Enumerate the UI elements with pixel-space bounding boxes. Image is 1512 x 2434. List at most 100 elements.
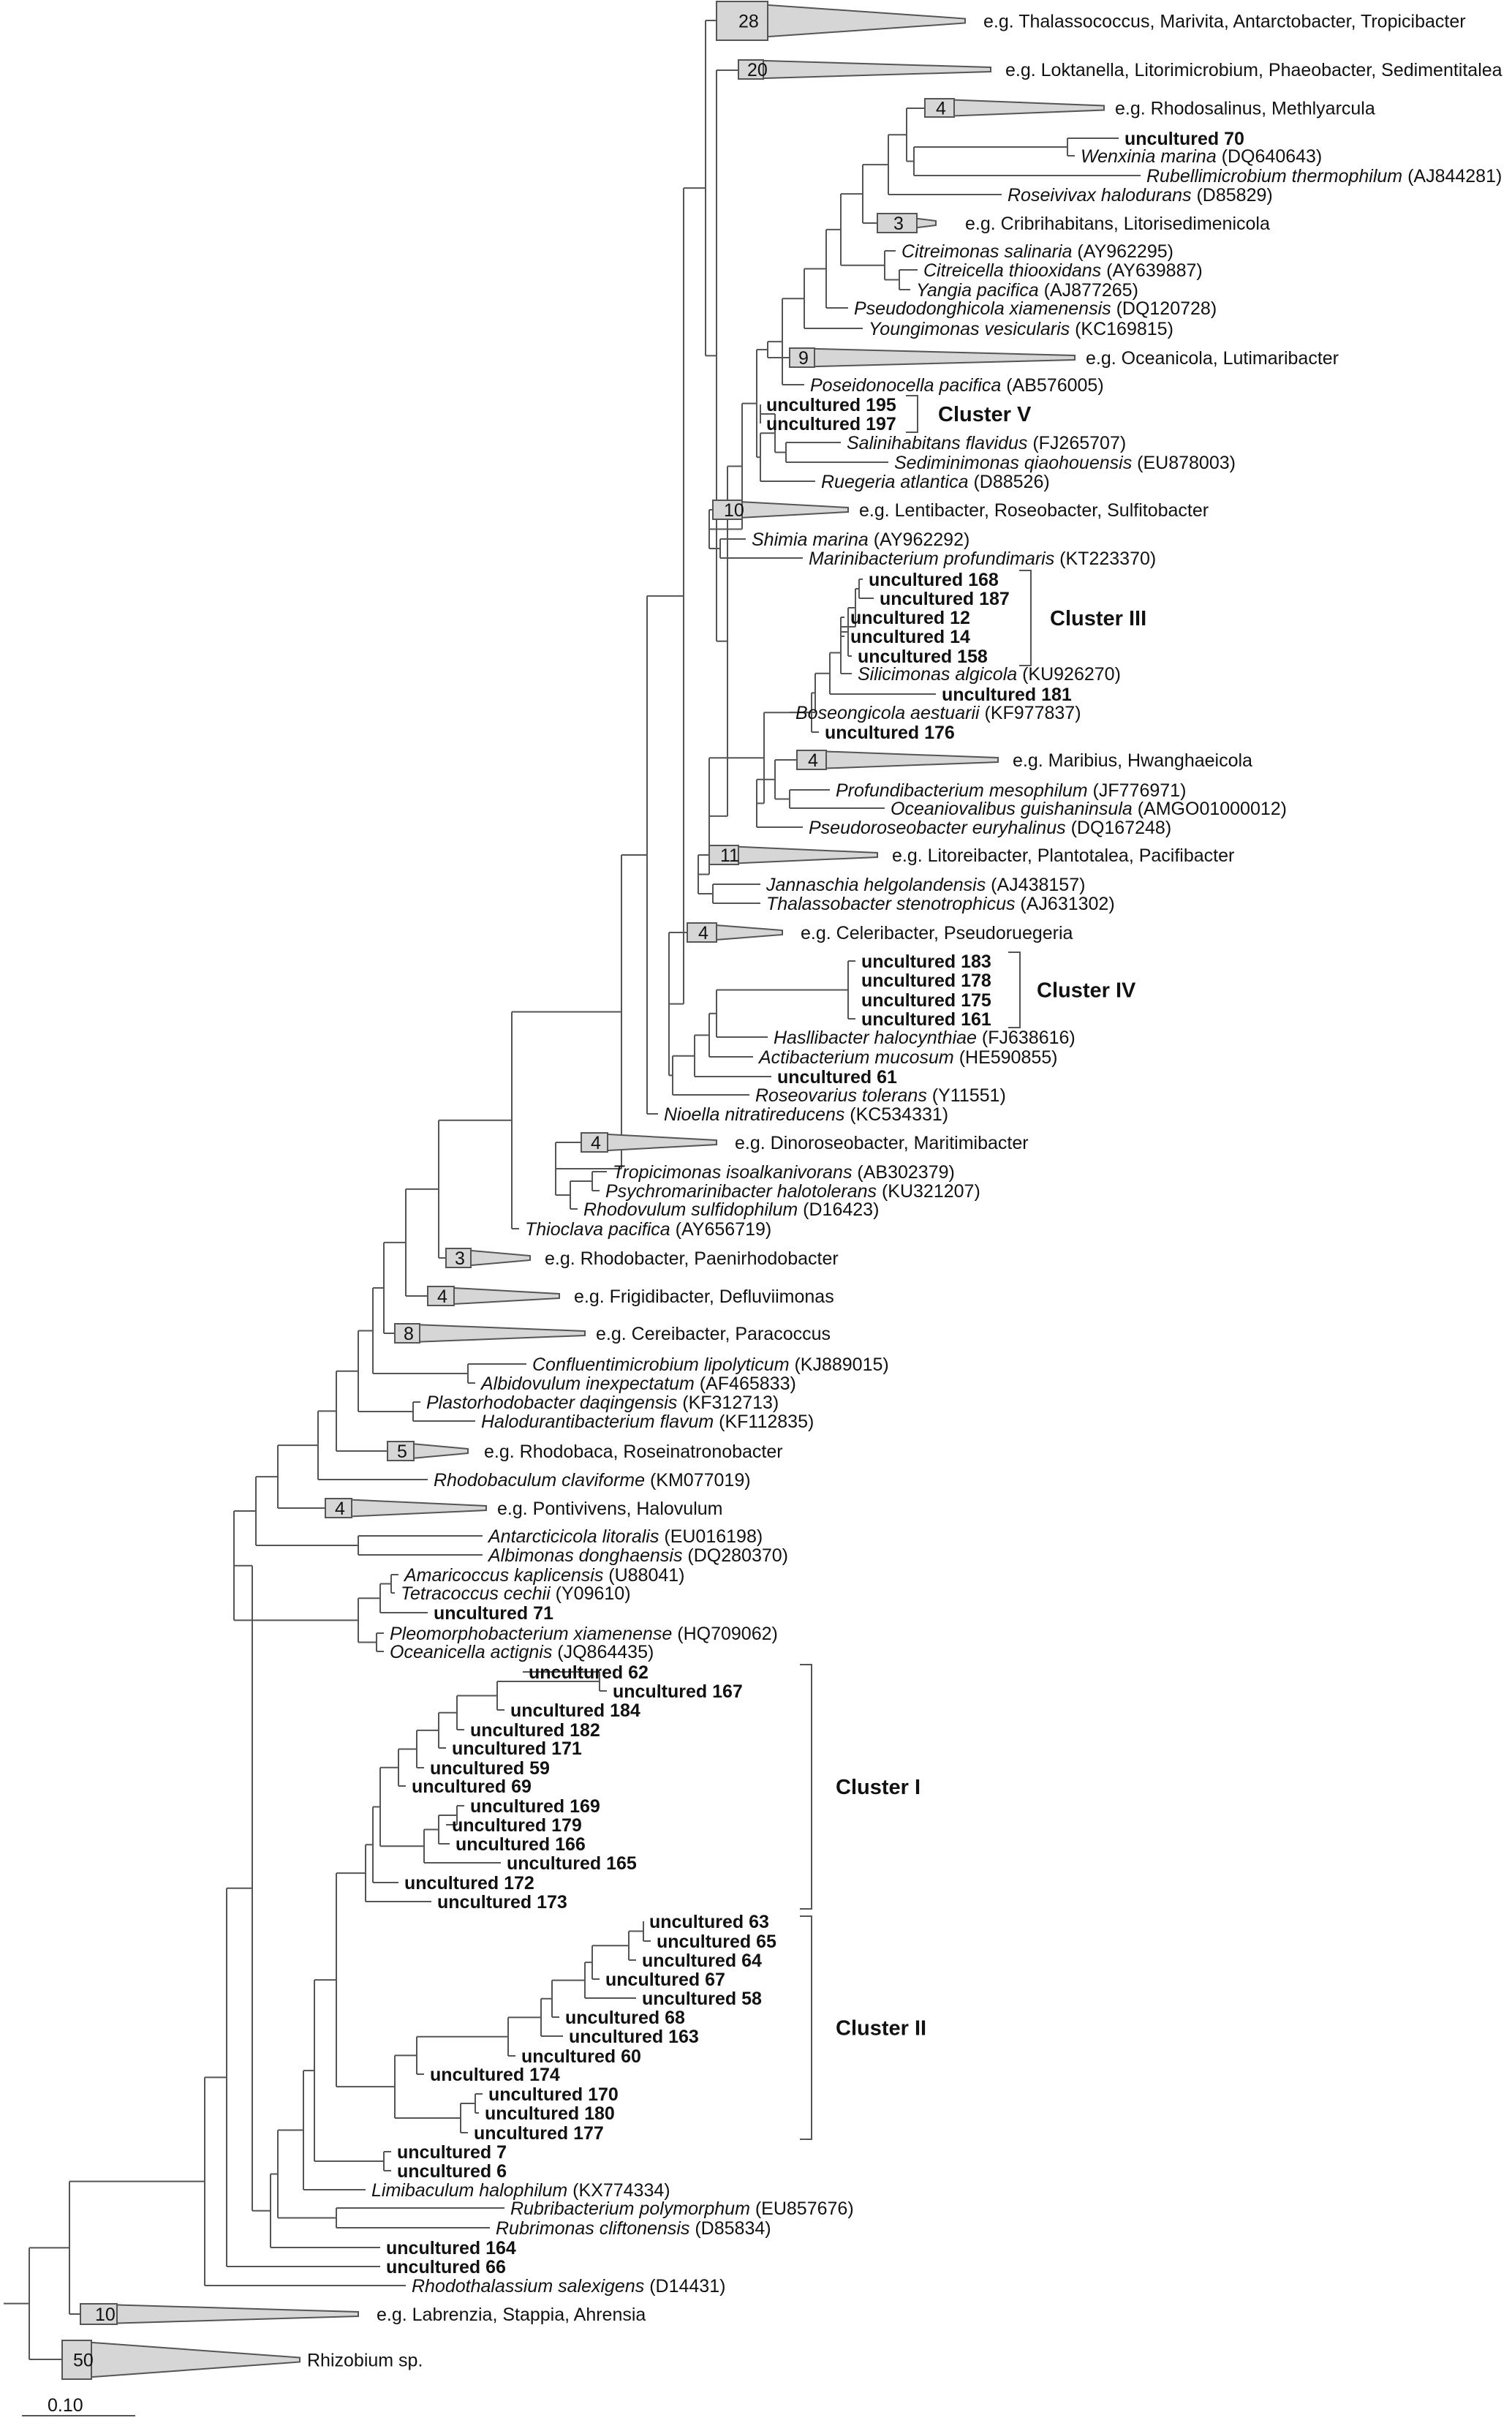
collapsed-clade-count: 9 <box>798 348 809 369</box>
collapsed-clade-box <box>61 2340 92 2380</box>
species-name: Roseovarius tolerans <box>755 1085 927 1106</box>
accession-number: (Y09610) <box>551 1583 631 1604</box>
tip-label-uncultured: uncultured 171 <box>452 1738 582 1759</box>
tip-label-uncultured: uncultured 63 <box>649 1912 769 1932</box>
cluster-bracket <box>1019 570 1032 666</box>
collapsed-clade-count: 4 <box>591 1133 601 1153</box>
accession-number: (AF465833) <box>695 1374 796 1394</box>
tip-label-uncultured: uncultured 173 <box>437 1892 567 1913</box>
collapsed-clade-label: e.g. Rhodosalinus, Methlyarcula <box>1115 99 1375 119</box>
tip-label-uncultured: uncultured 67 <box>605 1970 725 1990</box>
accession-number: (DQ640643) <box>1217 146 1323 167</box>
accession-number: (KT223370) <box>1054 549 1156 569</box>
collapsed-clade-count: 28 <box>738 12 759 32</box>
tip-label-species: Rubribacterium polymorphum (EU857676) <box>510 2198 854 2219</box>
tip-label-uncultured: uncultured 58 <box>642 1989 762 2009</box>
tip-label-uncultured: uncultured 158 <box>858 647 988 667</box>
tip-label-species: Rubrimonas cliftonensis (D85834) <box>496 2218 771 2239</box>
tip-label-uncultured: uncultured 182 <box>470 1720 600 1741</box>
species-name: Profundibacterium mesophilum <box>836 780 1088 801</box>
tip-label-uncultured: uncultured 71 <box>434 1603 553 1624</box>
tree-branches <box>4 20 1141 2360</box>
tip-label-uncultured: uncultured 7 <box>397 2142 507 2163</box>
collapsed-clade-box <box>712 500 743 520</box>
tip-label-species: Oceanicella actignis (JQ864435) <box>390 1642 654 1662</box>
tip-label-species: Plastorhodobacter daqingensis (KF312713) <box>426 1393 779 1413</box>
tip-label-uncultured: uncultured 59 <box>430 1758 550 1779</box>
tip-label-uncultured: uncultured 166 <box>456 1834 586 1855</box>
species-name: Albimonas donghaensis <box>487 1545 682 1566</box>
species-name: Yangia pacifica <box>916 280 1039 301</box>
tip-label-species: Marinibacterium profundimaris (KT223370) <box>809 549 1156 569</box>
accession-number: (EU878003) <box>1132 453 1236 473</box>
collapsed-clade-triangle <box>789 347 1076 369</box>
collapsed-clade-label: e.g. Pontivivens, Halovulum <box>497 1499 722 1519</box>
species-name: Hasllibacter halocynthiae <box>774 1028 977 1048</box>
species-name: Rubrimonas cliftonensis <box>496 2218 689 2239</box>
species-name: Rhodobaculum claviforme <box>434 1470 645 1491</box>
species-name: Albidovulum inexpectatum <box>480 1374 695 1394</box>
collapsed-clade-count: 3 <box>893 214 904 234</box>
accession-number: (AY962292) <box>869 530 970 550</box>
collapsed-clade-count: 4 <box>698 923 708 943</box>
collapsed-clade-label: e.g. Maribius, Hwanghaeicola <box>1013 750 1252 771</box>
species-name: Confluentimicrobium lipolyticum <box>532 1354 790 1375</box>
collapsed-clade-label: e.g. Thalassococcus, Marivita, Antarctob… <box>983 12 1466 32</box>
accession-number: (D14431) <box>644 2276 725 2297</box>
tip-label-uncultured: uncultured 181 <box>942 685 1072 705</box>
collapsed-clade-box <box>80 2303 118 2325</box>
tip-label-species: Albimonas donghaensis (DQ280370) <box>487 1545 788 1566</box>
tip-label-species: Sediminimonas qiaohouensis (EU878003) <box>894 453 1236 473</box>
species-name: Boseongicola aestuarii <box>795 703 980 723</box>
tip-label-species: Boseongicola aestuarii (KF977837) <box>795 703 1081 723</box>
tip-label-uncultured: uncultured 66 <box>386 2257 506 2277</box>
accession-number: (DQ280370) <box>682 1545 788 1566</box>
collapsed-clade-count: 4 <box>437 1286 447 1307</box>
tip-label-species: Roseivivax halodurans (D85829) <box>1008 185 1273 206</box>
tip-label-species: Rhodothalassium salexigens (D14431) <box>412 2276 725 2297</box>
accession-number: (HQ709062) <box>672 1624 778 1644</box>
collapsed-clade-label: e.g. Oceanicola, Lutimaribacter <box>1086 348 1339 369</box>
tip-label-uncultured: uncultured 176 <box>825 723 955 743</box>
collapsed-clade-box <box>687 922 717 943</box>
accession-number: (D16423) <box>798 1199 879 1220</box>
tip-label-species: Poseidonocella pacifica (AB576005) <box>810 375 1104 396</box>
tip-label-uncultured: uncultured 177 <box>474 2123 604 2144</box>
tip-label-uncultured: uncultured 60 <box>521 2046 641 2067</box>
species-name: Citreicella thiooxidans <box>923 260 1101 281</box>
collapsed-clade-count: 11 <box>720 845 739 866</box>
cluster-bracket <box>1008 952 1021 1028</box>
tip-label-uncultured: uncultured 68 <box>565 2008 685 2028</box>
scale-bar: 0.10 <box>22 2395 135 2416</box>
collapsed-clade-triangle <box>796 749 999 771</box>
accession-number: (DQ167248) <box>1066 818 1172 838</box>
tip-label-uncultured: uncultured 65 <box>657 1932 776 1952</box>
tip-label-uncultured: uncultured 168 <box>869 570 999 590</box>
tip-label-species: Psychromarinibacter halotolerans (KU3212… <box>605 1181 980 1202</box>
species-name: Pseudoroseobacter euryhalinus <box>809 818 1066 838</box>
tip-label-uncultured: uncultured 183 <box>861 952 991 972</box>
accession-number: (AB302379) <box>852 1162 954 1183</box>
tip-label-uncultured: uncultured 169 <box>470 1796 600 1817</box>
collapsed-clade-box <box>394 1323 420 1344</box>
species-name: Oceanicella actignis <box>390 1642 552 1662</box>
collapsed-clade-label: e.g. Dinoroseobacter, Maritimibacter <box>735 1133 1029 1153</box>
tip-label-uncultured: uncultured 197 <box>766 414 896 434</box>
accession-number: (FJ265707) <box>1027 433 1126 453</box>
collapsed-clade-box <box>738 59 764 80</box>
species-name: Halodurantibacterium flavum <box>481 1412 714 1432</box>
species-name: Actibacterium mucosum <box>757 1047 954 1068</box>
collapsed-clade-box <box>387 1441 415 1461</box>
accession-number: (HE590855) <box>954 1047 1058 1068</box>
tip-label-species: Thalassobacter stenotrophicus (AJ631302) <box>766 894 1115 914</box>
accession-number: (JF776971) <box>1088 780 1187 801</box>
species-name: Psychromarinibacter halotolerans <box>605 1181 877 1202</box>
species-name: Nioella nitratireducens <box>664 1104 844 1125</box>
tip-label-species: Limibaculum halophilum (KX774334) <box>371 2180 670 2201</box>
tip-label-species: Youngimonas vesicularis (KC169815) <box>869 319 1173 339</box>
collapsed-clade-box <box>716 1 768 41</box>
accession-number: (KF977837) <box>980 703 1081 723</box>
accession-number: (AJ877265) <box>1039 280 1138 301</box>
collapsed-clade-label: e.g. Rhodobacter, Paenirhodobacter <box>545 1248 839 1269</box>
tip-label-species: Ruegeria atlantica (D88526) <box>821 472 1050 492</box>
